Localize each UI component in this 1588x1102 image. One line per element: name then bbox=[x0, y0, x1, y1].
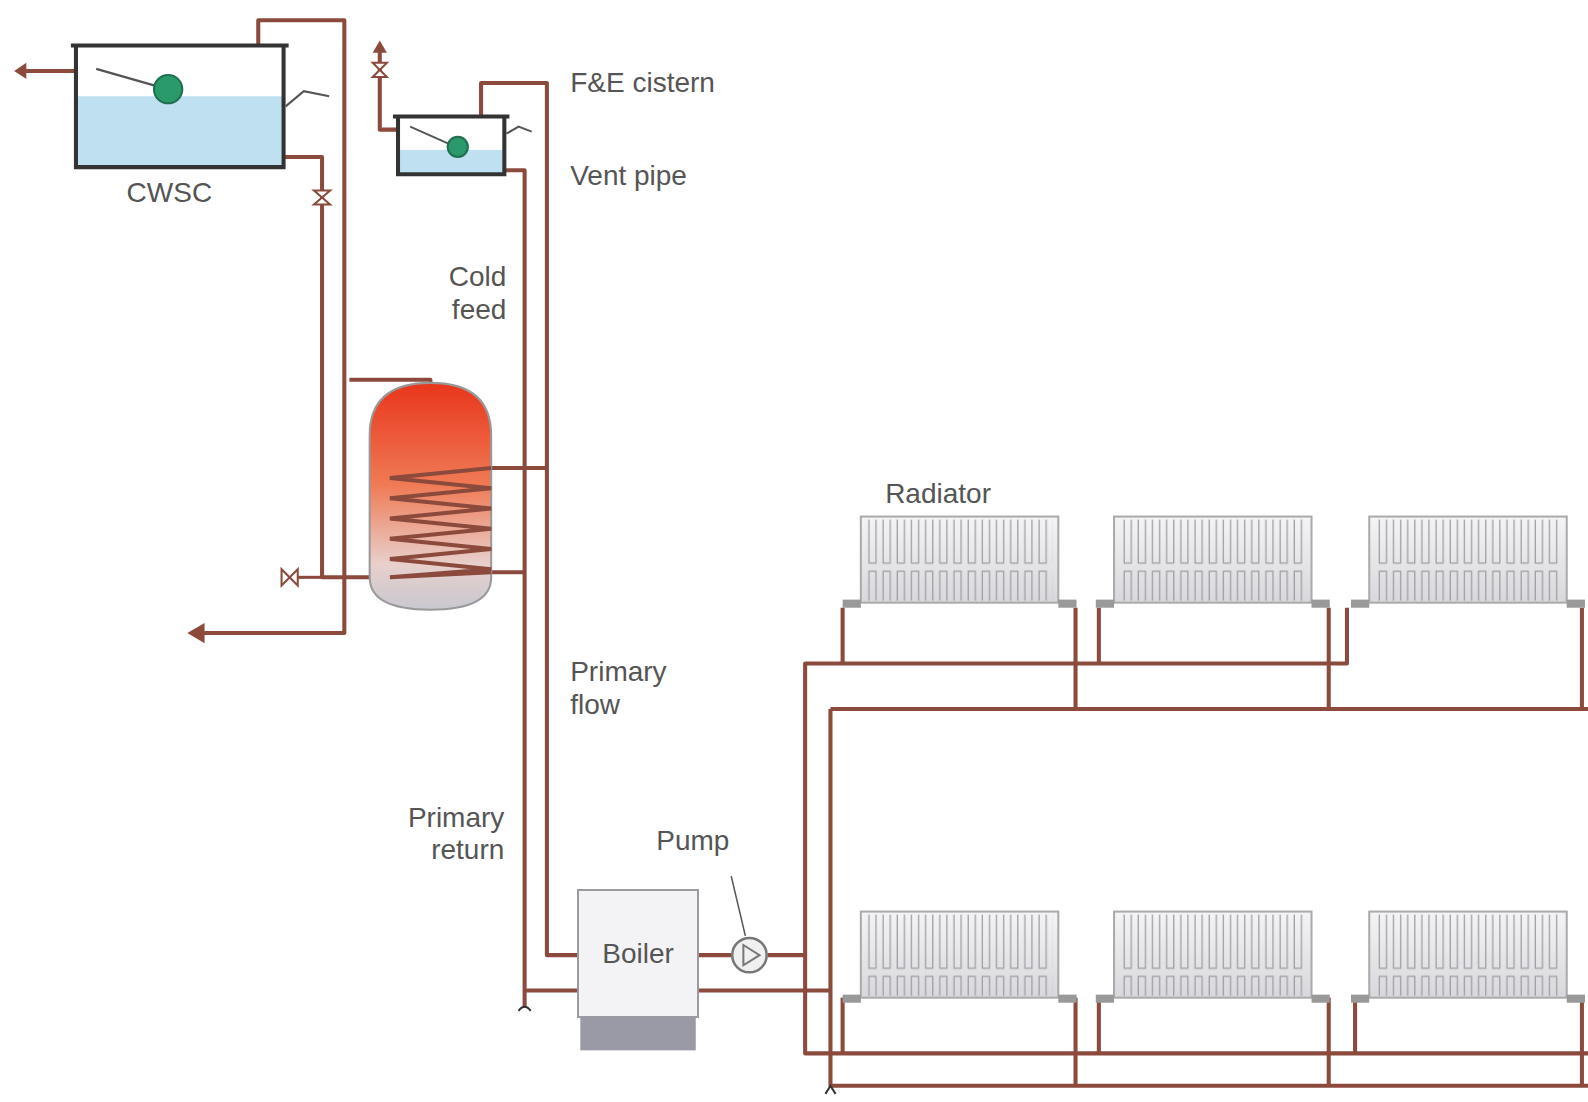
cold-water-cistern: CWSC bbox=[76, 46, 284, 168]
pipe-label: Primary flow bbox=[570, 656, 712, 720]
pipe-label: Vent pipe bbox=[570, 160, 687, 192]
pipe-label: Cold feed bbox=[410, 261, 506, 325]
pipe-label: Primary return bbox=[363, 802, 505, 866]
boiler-box: Boiler bbox=[577, 889, 699, 1018]
cistern-label: F&E cistern bbox=[570, 67, 715, 99]
pump-label: Pump bbox=[656, 825, 729, 857]
cistern-name: CWSC bbox=[127, 177, 213, 209]
radiator-label: Radiator bbox=[885, 478, 991, 510]
boiler-name: Boiler bbox=[602, 938, 674, 970]
